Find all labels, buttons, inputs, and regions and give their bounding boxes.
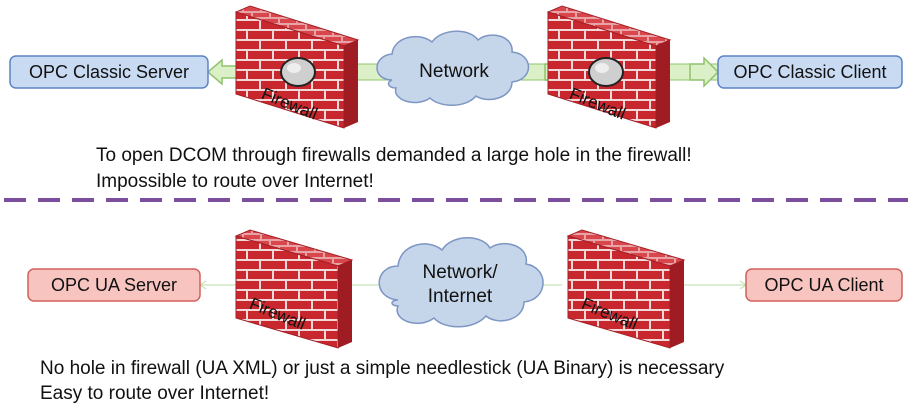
opc-classic-client-label: OPC Classic Client xyxy=(733,62,886,82)
network-cloud xyxy=(376,30,530,106)
opc-classic-server-label: OPC Classic Server xyxy=(29,62,189,82)
firewall-bottom-left xyxy=(234,229,354,349)
opc-classic-client-box xyxy=(717,55,903,89)
opc-ua-client-box xyxy=(745,268,903,302)
network-cloud-label: Network xyxy=(419,61,489,82)
top-caption-line2: Impossible to route over Internet! xyxy=(96,171,374,192)
opc-ua-server-label: OPC UA Server xyxy=(51,275,177,295)
bottom-caption-line1: No hole in firewall (UA XML) or just a s… xyxy=(40,358,725,379)
arrow-to-classic-client xyxy=(689,56,720,88)
bottom-caption-line2: Easy to route over Internet! xyxy=(40,383,270,404)
network-internet-label-line2: Internet xyxy=(428,286,493,307)
opc-ua-server-box xyxy=(27,268,201,302)
hole-highlight xyxy=(287,63,301,73)
firewall-top-left xyxy=(234,5,360,129)
opc-classic-server-box xyxy=(9,55,209,89)
opc-ua-client-label: OPC UA Client xyxy=(764,275,883,295)
network-internet-label-line1: Network/ xyxy=(423,262,499,283)
hole-highlight xyxy=(595,63,609,73)
firewall-bottom-right xyxy=(566,229,686,349)
top-caption-line1: To open DCOM through firewalls demanded … xyxy=(96,145,692,166)
network-internet-cloud xyxy=(378,237,544,328)
